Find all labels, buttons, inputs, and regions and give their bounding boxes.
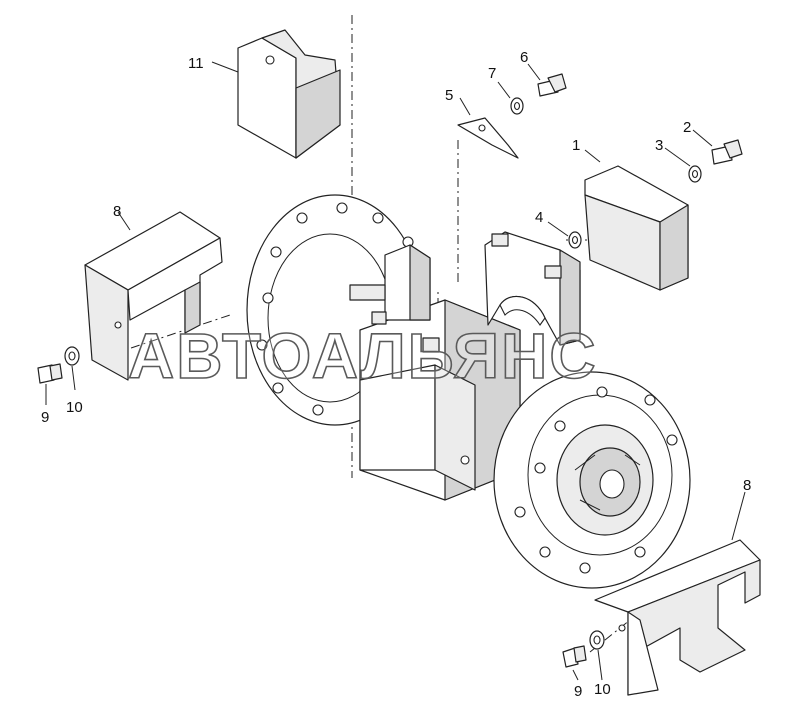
part-8-bracket-left	[84, 211, 223, 381]
callout-labels: 11 5 7 6 1 3 2 4 8 8 9 10 9 10	[41, 49, 751, 700]
callout-6: 6	[520, 49, 528, 66]
callout-1: 1	[572, 137, 580, 154]
part-10-washer-right	[589, 630, 605, 650]
part-5-plate	[457, 117, 519, 159]
callout-7: 7	[488, 65, 496, 82]
callout-9-right: 9	[574, 683, 582, 700]
callout-5: 5	[445, 87, 453, 104]
right-flange	[493, 371, 691, 589]
callout-9-left: 9	[41, 409, 49, 426]
callout-8-left: 8	[113, 203, 121, 220]
watermark-text: АВТОАЛЬЯНС	[128, 320, 598, 392]
callout-10-right: 10	[594, 681, 611, 698]
callout-10-left: 10	[66, 399, 83, 416]
callout-11: 11	[188, 55, 204, 72]
part-2-bolt	[711, 139, 743, 165]
callout-3: 3	[655, 137, 663, 154]
part-6-bolt	[537, 73, 567, 97]
part-9-bolt-right	[562, 645, 587, 668]
part-7-washer	[510, 97, 524, 115]
callout-4: 4	[535, 209, 543, 226]
part-10-washer-left	[64, 346, 80, 366]
part-11-cover	[237, 29, 341, 159]
leader-lines	[45, 61, 746, 681]
callout-8-right: 8	[743, 477, 751, 494]
callout-2: 2	[683, 119, 691, 136]
part-3-washer	[688, 165, 702, 183]
part-1-cover	[584, 165, 689, 291]
part-9-bolt-left	[37, 363, 63, 384]
part-8-bracket-right	[594, 539, 761, 696]
part-4-washer	[568, 231, 582, 249]
